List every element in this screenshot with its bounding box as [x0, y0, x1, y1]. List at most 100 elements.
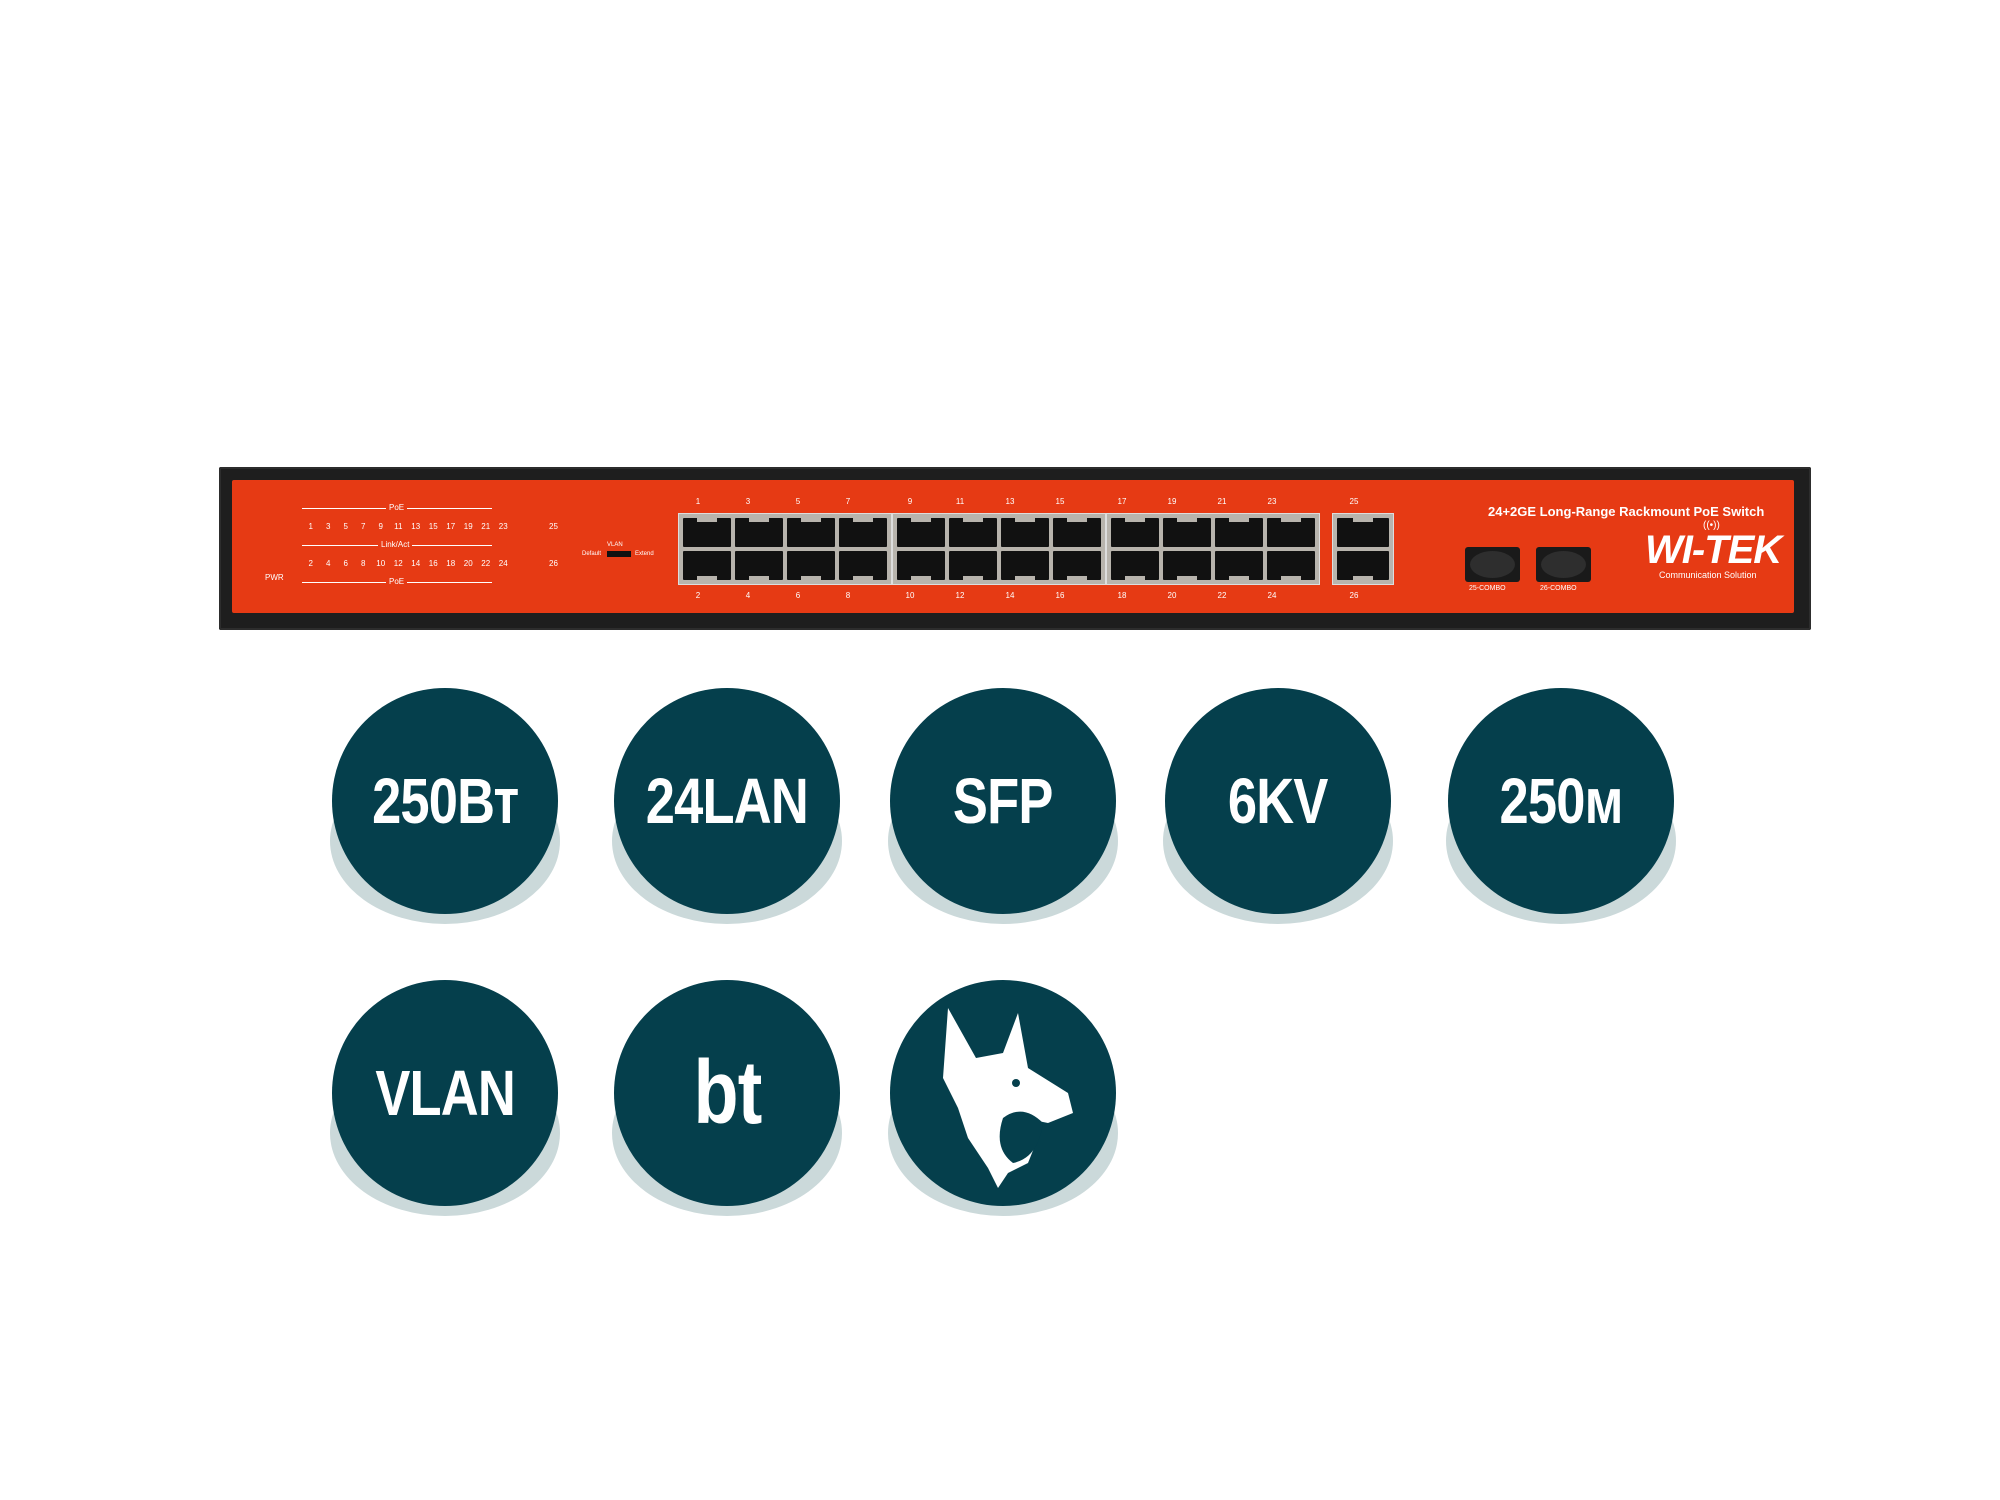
led-port-label: 6 — [343, 559, 348, 568]
rj45-port[interactable] — [1111, 551, 1159, 580]
pwr-label: PWR — [265, 573, 284, 582]
badge-disc: 250м — [1448, 688, 1674, 914]
badge-label: VLAN — [375, 1057, 515, 1129]
port-number: 25 — [1349, 497, 1359, 506]
badge-disc: 24LAN — [614, 688, 840, 914]
rj45-port[interactable] — [1215, 551, 1263, 580]
led-port-label: 7 — [361, 522, 366, 531]
sfp-label: 26-COMBO — [1540, 585, 1577, 592]
guard-dog-icon — [943, 1008, 1073, 1188]
rj45-port-block-1 — [678, 513, 892, 585]
rj45-port-block-2 — [892, 513, 1106, 585]
badge-disc: 250Вт — [332, 688, 558, 914]
led-port-label: 5 — [343, 522, 348, 531]
badge-label: SFP — [953, 765, 1053, 837]
led-port-label: 13 — [411, 522, 421, 531]
rj45-port[interactable] — [787, 551, 835, 580]
badge-label: bt — [692, 1042, 762, 1143]
rj45-port[interactable] — [1267, 551, 1315, 580]
led-port-label: 12 — [393, 559, 403, 568]
rj45-port[interactable] — [1053, 518, 1101, 547]
led-uplink-26: 26 — [549, 559, 558, 568]
brand-logo: ((•)) WI-TEK Communication Solution — [1645, 520, 1782, 580]
rj45-port[interactable] — [683, 518, 731, 547]
led-panel: PoE 1 3 5 7 9 11 13 15 17 19 21 23 25 Li… — [262, 500, 662, 600]
led-port-label: 16 — [428, 559, 438, 568]
port-number: 1 — [695, 497, 701, 506]
poe-switch-device: PoE 1 3 5 7 9 11 13 15 17 19 21 23 25 Li… — [219, 467, 1811, 630]
port-number: 26 — [1349, 591, 1359, 600]
rj45-port[interactable] — [683, 551, 731, 580]
rj45-port[interactable] — [949, 551, 997, 580]
port-number: 19 — [1167, 497, 1177, 506]
port-number: 18 — [1117, 591, 1127, 600]
port-number: 4 — [745, 591, 751, 600]
led-port-label: 8 — [361, 559, 366, 568]
port-number: 15 — [1055, 497, 1065, 506]
sfp-slot-25[interactable] — [1465, 547, 1520, 582]
rj45-port[interactable] — [839, 551, 887, 580]
rj45-port[interactable] — [949, 518, 997, 547]
port-number: 11 — [955, 497, 965, 506]
rj45-port[interactable] — [839, 518, 887, 547]
vlan-toggle[interactable] — [607, 551, 631, 557]
sfp-label: 25-COMBO — [1469, 585, 1506, 592]
feature-badge-vlan: VLAN — [330, 980, 560, 1216]
rj45-port[interactable] — [1001, 518, 1049, 547]
port-number: 6 — [795, 591, 801, 600]
led-uplink-25: 25 — [549, 522, 558, 531]
port-number: 7 — [845, 497, 851, 506]
feature-badge-power: 250Вт — [330, 688, 560, 924]
led-port-label: 14 — [411, 559, 421, 568]
uplink-port-block — [1332, 513, 1394, 585]
led-port-label: 19 — [463, 522, 473, 531]
rj45-port[interactable] — [1215, 518, 1263, 547]
badge-label: 24LAN — [645, 765, 809, 837]
rj45-port[interactable] — [1111, 518, 1159, 547]
feature-badge-watchdog — [888, 980, 1118, 1216]
port-number: 21 — [1217, 497, 1227, 506]
sfp-slot-26[interactable] — [1536, 547, 1591, 582]
model-title: 24+2GE Long-Range Rackmount PoE Switch — [1488, 504, 1765, 519]
rj45-port[interactable] — [897, 551, 945, 580]
port-number: 22 — [1217, 591, 1227, 600]
rj45-port[interactable] — [735, 518, 783, 547]
feature-badge-sfp: SFP — [888, 688, 1118, 924]
rj45-port[interactable] — [1053, 551, 1101, 580]
rj45-port[interactable] — [1001, 551, 1049, 580]
led-port-label: 17 — [446, 522, 456, 531]
vlan-default-label: Default — [582, 551, 602, 557]
led-port-label: 10 — [376, 559, 386, 568]
port-number: 17 — [1117, 497, 1127, 506]
port-number: 23 — [1267, 497, 1277, 506]
rj45-port-block-3 — [1106, 513, 1320, 585]
port-number: 10 — [905, 591, 915, 600]
brand-name: WI-TEK — [1645, 528, 1782, 572]
port-number: 9 — [907, 497, 913, 506]
rj45-port[interactable] — [897, 518, 945, 547]
rj45-port[interactable] — [787, 518, 835, 547]
vlan-extend-label: Extend — [635, 551, 654, 557]
uplink-port-26[interactable] — [1337, 551, 1389, 580]
rj45-port[interactable] — [1163, 518, 1211, 547]
port-number: 14 — [1005, 591, 1015, 600]
led-port-label: 4 — [326, 559, 331, 568]
badge-disc — [890, 980, 1116, 1206]
rj45-port[interactable] — [1267, 518, 1315, 547]
poe-top-label: PoE — [386, 503, 408, 512]
feature-badge-surge: 6KV — [1163, 688, 1393, 924]
poe-bottom-label: PoE — [386, 577, 408, 586]
led-port-label: 11 — [394, 522, 403, 531]
port-number: 8 — [845, 591, 851, 600]
port-number: 13 — [1005, 497, 1015, 506]
badge-label: 250Вт — [371, 765, 519, 837]
led-port-label: 18 — [446, 559, 456, 568]
rj45-port[interactable] — [1163, 551, 1211, 580]
uplink-port-25[interactable] — [1337, 518, 1389, 547]
feature-badge-distance: 250м — [1446, 688, 1676, 924]
port-number: 5 — [795, 497, 801, 506]
link-act-label: Link/Act — [378, 540, 413, 549]
rj45-port[interactable] — [735, 551, 783, 580]
led-port-label: 24 — [498, 559, 508, 568]
port-number: 20 — [1167, 591, 1177, 600]
